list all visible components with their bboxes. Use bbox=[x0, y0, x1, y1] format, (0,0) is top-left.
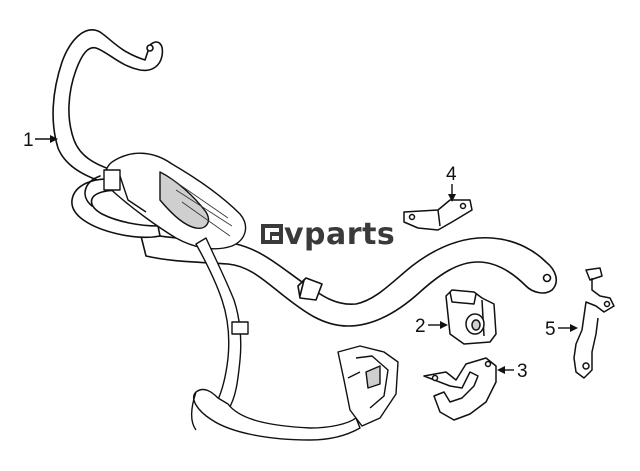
logo-text: vparts bbox=[284, 217, 395, 252]
stabilizer-link bbox=[573, 267, 615, 379]
stabilizer-bar bbox=[52, 29, 558, 327]
bushing-bracket bbox=[423, 357, 497, 421]
callout-label-4: 4 bbox=[446, 164, 457, 185]
callout-label-1: 1 bbox=[23, 130, 34, 151]
callout-label-2: 2 bbox=[415, 316, 426, 337]
bushing bbox=[445, 289, 497, 345]
brand-logo: vparts bbox=[261, 217, 395, 252]
exhaust-assembly bbox=[103, 152, 399, 441]
callout-3: 3 bbox=[497, 361, 528, 382]
callout-1: 1 bbox=[23, 130, 58, 151]
callout-5: 5 bbox=[545, 319, 578, 340]
callout-4: 4 bbox=[446, 164, 457, 202]
callout-label-3: 3 bbox=[517, 361, 528, 382]
ev-logo-mark-icon bbox=[261, 224, 283, 244]
callout-2: 2 bbox=[415, 316, 448, 337]
callout-label-5: 5 bbox=[545, 319, 556, 340]
support-bracket bbox=[403, 199, 473, 231]
